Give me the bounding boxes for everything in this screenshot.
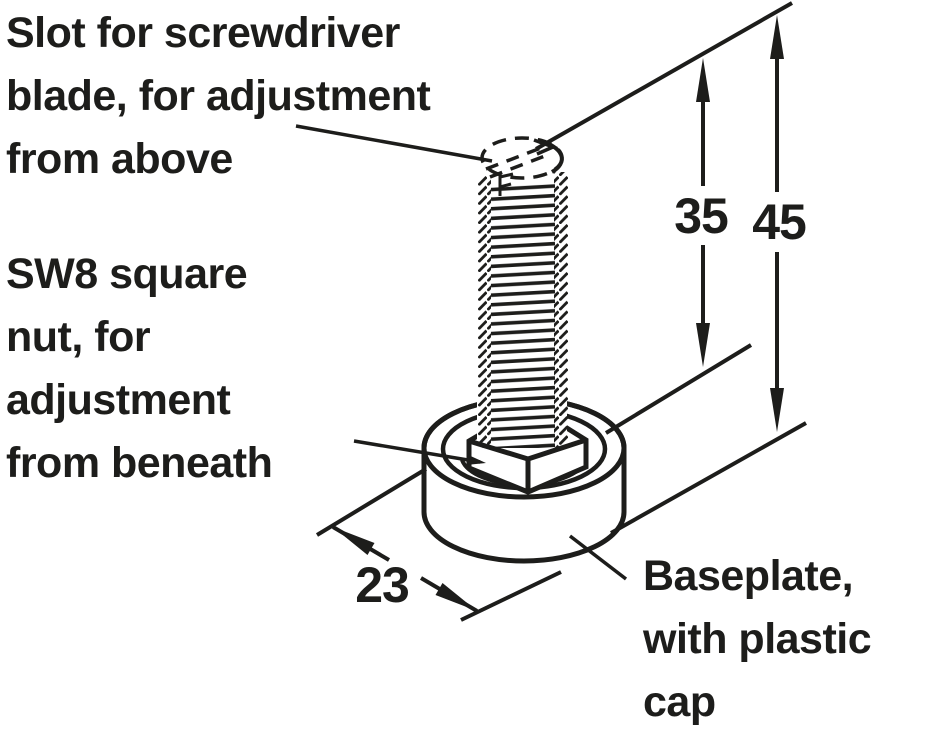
extension-line-23-right [460,570,562,622]
dim-45-arrow-up [770,15,784,59]
baseplate-leader-line [568,534,628,581]
dim-23-arrow-upleft [333,527,375,555]
screwdriver-slot-edge-1 [485,144,547,171]
width-dimension [315,467,562,622]
square-nut-front [468,437,587,492]
threaded-bolt [477,136,568,448]
screwdriver-slot-notch [533,138,558,156]
callout-baseplate: Baseplate, with plastic cap [643,552,872,726]
extension-line-23-left [315,467,428,537]
dimension-label-base-diameter: 23 [355,557,410,613]
dimension-label-overall-height: 45 [752,194,807,250]
extension-line-rim [604,343,753,435]
nut-leader [353,439,486,465]
dim-23-arrow-downright [435,583,477,611]
bolt-thread-lines [489,183,557,448]
extension-line-bottom [610,421,807,535]
slot-leader-line [295,124,493,163]
callout-slot: Slot for screwdriver blade, for adjustme… [6,9,431,183]
dim-35-arrow-up [696,58,710,102]
extension-line-top [535,1,793,151]
callout-square-nut: SW8 square nut, for adjustment from bene… [6,250,273,487]
dimension-label-thread-length: 35 [674,188,729,244]
bolt-thread-hatch-right [554,172,568,448]
nut-leader-line [353,439,481,464]
height-dimensions [535,1,807,535]
bolt-thread-hatch-left [478,176,491,448]
dim-45-arrow-down [770,388,784,432]
dim-35-arrow-down [696,323,710,367]
nut-leader-arrow [468,455,486,465]
screwdriver-slot-front-mark [498,172,514,196]
